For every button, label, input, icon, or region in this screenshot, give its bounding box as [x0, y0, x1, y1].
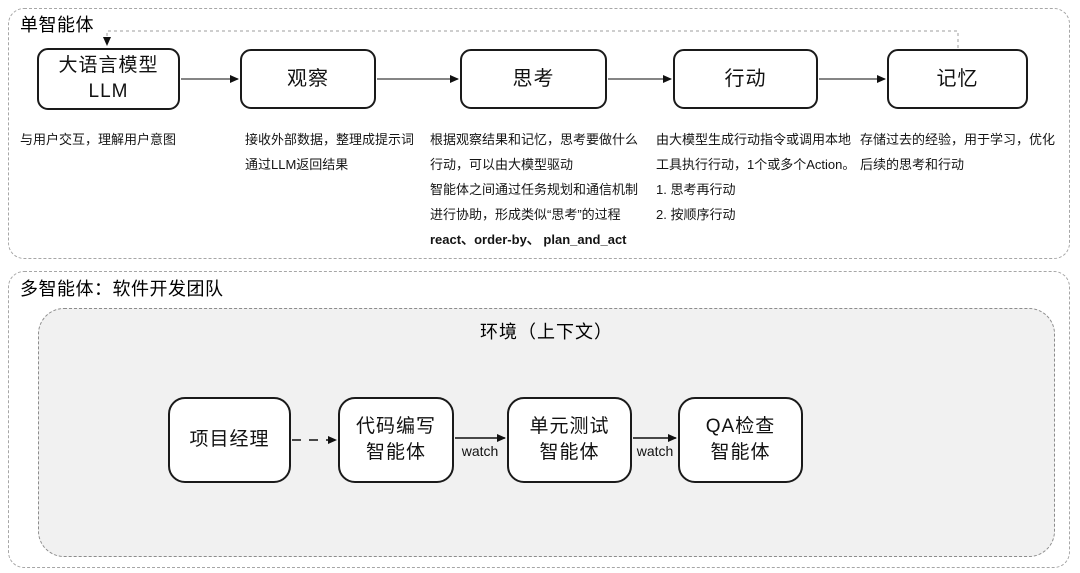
node-memory: 记忆: [887, 49, 1028, 109]
desc-line: 存储过去的经验，用于学习，优化: [860, 132, 1056, 147]
multi-agent-panel: [8, 271, 1070, 568]
node-code-writer-label-line2: 智能体: [365, 442, 426, 463]
multi-agent-title: 多智能体：软件开发团队: [20, 279, 224, 299]
node-memory-label: 记忆: [936, 68, 979, 90]
watch-label-2: watch: [636, 443, 674, 459]
desc-line-bold: react、order-by、 plan_and_act: [430, 232, 627, 247]
desc-observe: 接收外部数据，整理成提示词 通过LLM返回结果: [245, 127, 414, 177]
node-observe: 观察: [240, 49, 376, 109]
node-act-label: 行动: [724, 68, 767, 90]
environment-title: 环境（上下文）: [480, 322, 613, 342]
node-code-writer-label-line1: 代码编写: [355, 416, 436, 437]
desc-line: 通过LLM返回结果: [245, 157, 349, 172]
desc-line: 2. 按顺序行动: [656, 207, 736, 222]
desc-line: 行动，可以由大模型驱动: [430, 157, 574, 172]
node-llm-label-line2: LLM: [88, 81, 129, 102]
desc-act: 由大模型生成行动指令或调用本地 工具执行行动，1个或多个Action。 1. 思…: [656, 127, 855, 227]
node-code-writer-agent: 代码编写 智能体: [338, 397, 454, 483]
desc-think: 根据观察结果和记忆，思考要做什么 行动，可以由大模型驱动 智能体之间通过任务规划…: [430, 127, 638, 252]
watch-label-1: watch: [461, 443, 499, 459]
desc-line: 1. 思考再行动: [656, 182, 736, 197]
desc-memory: 存储过去的经验，用于学习，优化 后续的思考和行动: [860, 127, 1055, 177]
desc-line: 智能体之间通过任务规划和通信机制: [430, 182, 639, 197]
desc-line: 由大模型生成行动指令或调用本地: [656, 132, 852, 147]
node-think: 思考: [460, 49, 607, 109]
node-qa-check-agent: QA检查 智能体: [678, 397, 803, 483]
node-qa-check-label-line2: 智能体: [710, 442, 771, 463]
desc-line: 后续的思考和行动: [860, 157, 965, 172]
node-llm-label-line1: 大语言模型: [58, 55, 159, 76]
desc-line: 与用户交互，理解用户意图: [20, 132, 177, 147]
node-observe-label: 观察: [287, 68, 329, 90]
single-agent-panel: [8, 8, 1070, 259]
node-unit-test-label-line2: 智能体: [539, 442, 600, 463]
desc-line: 工具执行行动，1个或多个Action。: [656, 157, 856, 172]
node-unit-test-label-line1: 单元测试: [529, 416, 610, 437]
node-llm: 大语言模型 LLM: [37, 48, 180, 110]
desc-line: 根据观察结果和记忆，思考要做什么: [430, 132, 639, 147]
node-act: 行动: [673, 49, 818, 109]
desc-llm: 与用户交互，理解用户意图: [20, 127, 176, 152]
node-think-label: 思考: [512, 68, 555, 90]
node-unit-test-agent: 单元测试 智能体: [507, 397, 632, 483]
desc-line: 进行协助，形成类似“思考”的过程: [430, 207, 621, 222]
single-agent-title: 单智能体: [20, 15, 94, 35]
node-qa-check-label-line1: QA检查: [705, 416, 776, 437]
node-project-manager-label: 项目经理: [189, 429, 270, 450]
node-project-manager: 项目经理: [168, 397, 291, 483]
desc-line: 接收外部数据，整理成提示词: [245, 132, 415, 147]
